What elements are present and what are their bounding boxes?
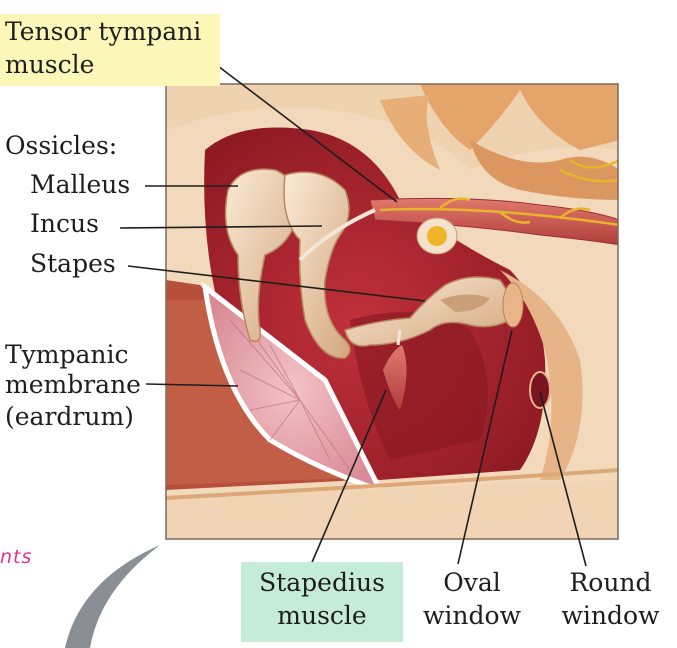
- label-ossicles-heading: Ossicles:: [5, 131, 117, 160]
- label-oval-window-line2: window: [412, 601, 532, 630]
- label-tympanic-membrane-line1: Tympanic: [5, 340, 129, 369]
- label-stapedius-line1: Stapedius: [241, 568, 403, 597]
- label-tensor-tympani-line2: muscle: [5, 50, 94, 79]
- label-stapedius-line2: muscle: [241, 601, 403, 630]
- illustration-panel: [166, 84, 620, 539]
- label-tympanic-membrane-line2: membrane: [5, 370, 141, 399]
- label-oval-window-line1: Oval: [412, 568, 532, 597]
- label-incus: Incus: [30, 209, 99, 238]
- handwritten-annotation: nts: [0, 546, 32, 568]
- round-window-shape: [530, 372, 550, 408]
- callout-pointer: [65, 545, 160, 648]
- label-tensor-tympani-line1: Tensor tympani: [5, 17, 201, 46]
- label-malleus: Malleus: [30, 170, 130, 199]
- label-round-window-line2: window: [548, 601, 673, 630]
- label-round-window-line1: Round: [548, 568, 673, 597]
- label-tympanic-membrane-line3: (eardrum): [5, 402, 134, 431]
- oval-window-shape: [503, 283, 523, 327]
- label-stapes: Stapes: [30, 249, 116, 278]
